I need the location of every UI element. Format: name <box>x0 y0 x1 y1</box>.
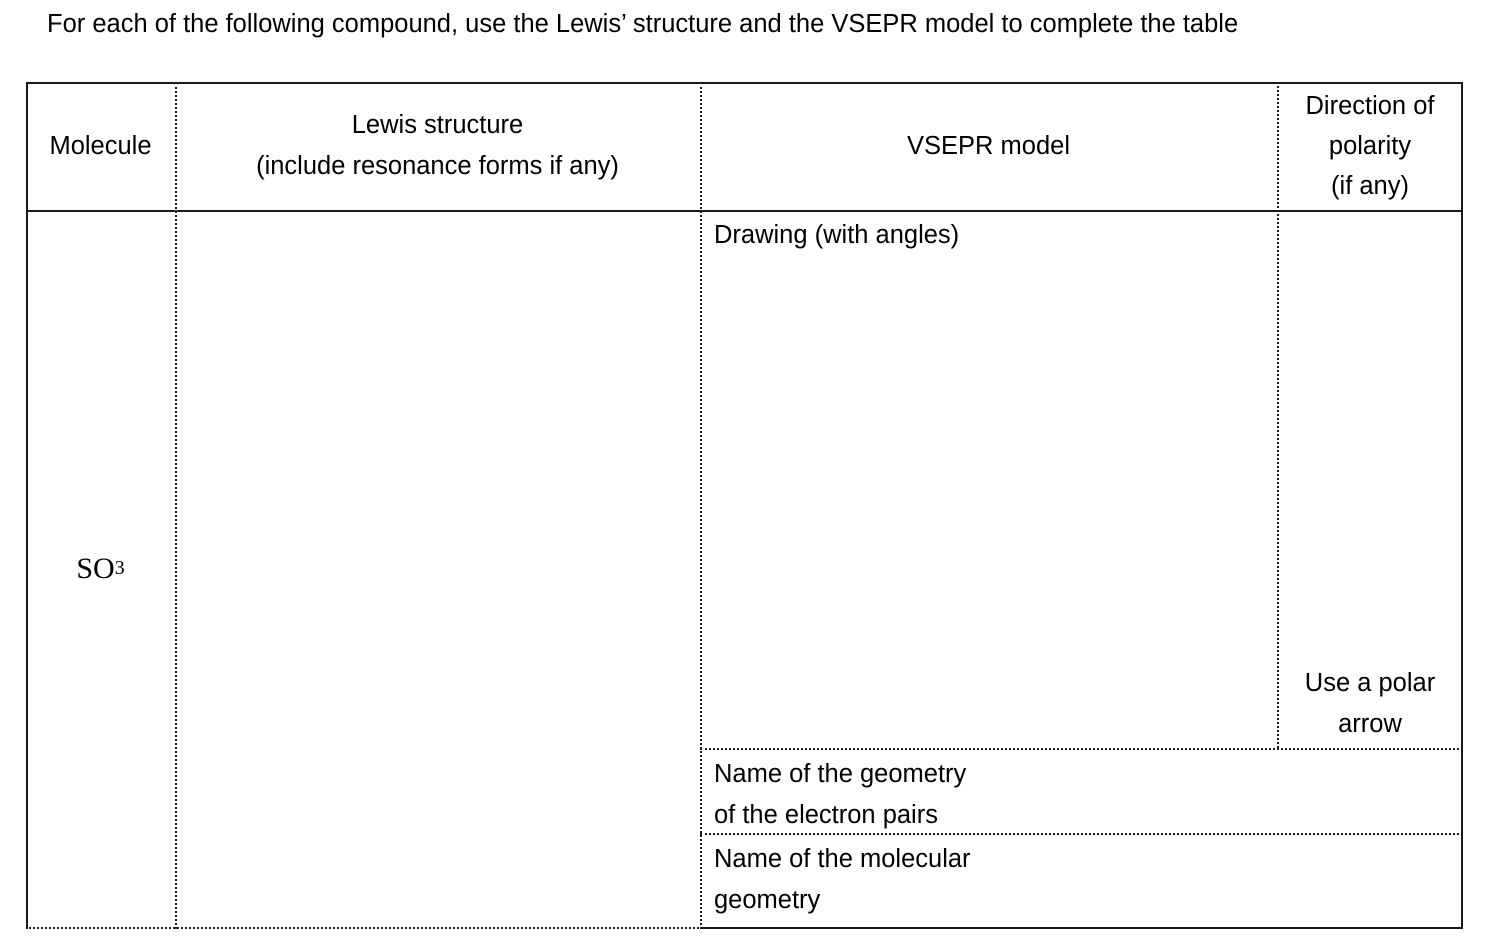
molecular-geometry-row-top-rule <box>700 833 1463 835</box>
molecule-formula-subscript: 3 <box>114 557 125 579</box>
electron-pairs-geometry-answer-area[interactable]: Name of the geometry of the electron pai… <box>700 748 1463 833</box>
header-cell-vsepr-model: VSEPR model <box>700 82 1277 210</box>
header-label-lewis-structure-line1: Lewis structure <box>351 111 524 139</box>
vsepr-drawing-answer-area[interactable]: Drawing (with angles) <box>700 210 1277 748</box>
vsepr-worksheet-table: Molecule Lewis structure (include resona… <box>26 82 1463 929</box>
lewis-column-divider <box>700 82 702 929</box>
table-bottom-border-solid <box>700 927 1463 929</box>
header-separator-rule <box>26 210 1463 212</box>
polarity-prompt-line1: Use a polar <box>1304 669 1436 697</box>
electron-pairs-row-top-rule <box>700 748 1463 750</box>
polarity-prompt-line2: arrow <box>1338 710 1402 738</box>
header-label-polarity-line1: Direction of <box>1305 92 1435 120</box>
table-left-border <box>26 82 28 929</box>
molecule-column-divider <box>175 82 177 929</box>
lewis-structure-answer-area[interactable] <box>175 210 700 927</box>
table-right-border <box>1461 82 1463 929</box>
header-label-molecule: Molecule <box>49 131 152 160</box>
header-label-polarity-line3: (if any) <box>1331 172 1409 200</box>
molecular-geometry-prompt-line1: Name of the molecular <box>714 845 971 873</box>
polarity-answer-area[interactable]: Use a polar arrow <box>1277 210 1463 748</box>
header-label-lewis-structure-line2: (include resonance forms if any) <box>256 152 619 180</box>
molecule-formula-base: SO <box>76 551 115 585</box>
worksheet-instruction: For each of the following compound, use … <box>47 10 1239 38</box>
electron-pairs-geometry-prompt-line2: of the electron pairs <box>714 801 938 829</box>
header-cell-direction-of-polarity: Direction of polarity (if any) <box>1277 82 1463 210</box>
table-top-border <box>26 82 1463 84</box>
header-cell-lewis-structure: Lewis structure (include resonance forms… <box>175 82 700 210</box>
vsepr-drawing-prompt: Drawing (with angles) <box>714 221 960 249</box>
molecular-geometry-prompt-line2: geometry <box>714 886 821 914</box>
molecular-geometry-answer-area[interactable]: Name of the molecular geometry <box>700 833 1463 927</box>
header-label-vsepr-model: VSEPR model <box>907 131 1070 160</box>
electron-pairs-geometry-prompt-line1: Name of the geometry <box>714 760 967 788</box>
polarity-column-divider <box>1277 82 1279 748</box>
header-cell-molecule: Molecule <box>26 82 175 210</box>
header-label-polarity-line2: polarity <box>1328 132 1412 160</box>
table-bottom-border-dotted <box>26 927 702 929</box>
